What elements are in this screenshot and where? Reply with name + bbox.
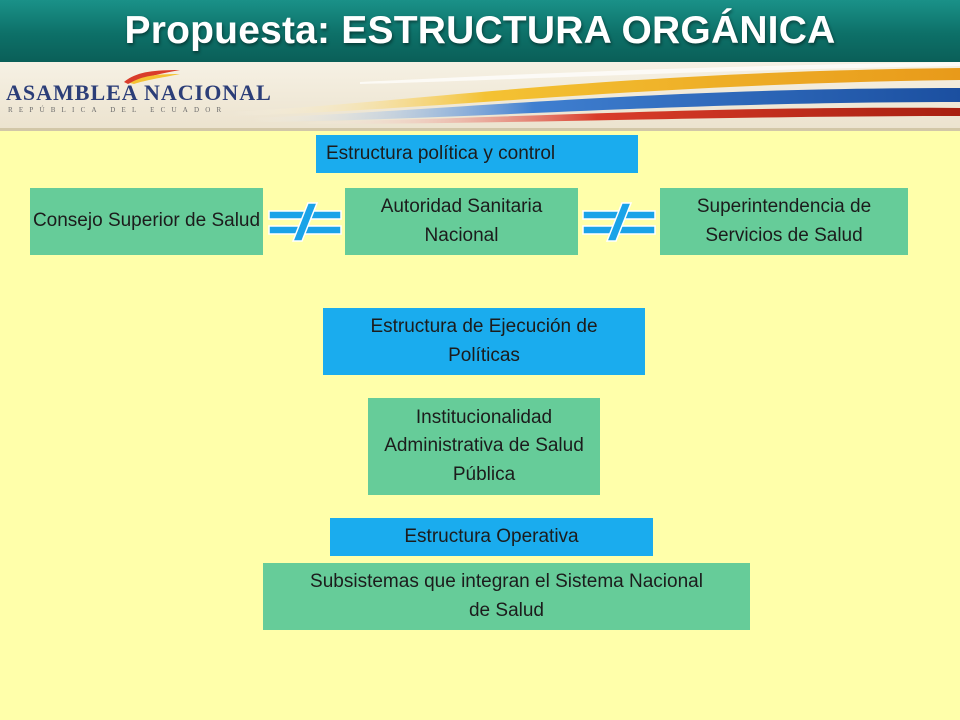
logo-subtitle: REPÚBLICA DEL ECUADOR bbox=[8, 106, 228, 114]
not-equal-icon bbox=[582, 202, 656, 242]
asamblea-logo: ASAMBLEA NACIONAL REPÚBLICA DEL ECUADOR bbox=[6, 70, 271, 118]
autoridad-sanitaria-text: Autoridad Sanitaria Nacional bbox=[380, 196, 543, 246]
logo-name: ASAMBLEA NACIONAL bbox=[6, 80, 272, 105]
execution-structure-text: Estructura de Ejecución de Políticas bbox=[370, 316, 598, 366]
political-structure-label: Estructura política y control bbox=[316, 135, 638, 173]
logo-wing-icon bbox=[124, 70, 180, 84]
superintendencia-text: Superintendencia de Servicios de Salud bbox=[696, 196, 872, 246]
subsistemas-text: Subsistemas que integran el Sistema Naci… bbox=[310, 571, 703, 621]
banner-swoosh-decoration bbox=[230, 62, 960, 124]
not-equal-icon bbox=[268, 202, 342, 242]
institucionalidad-text: Institucionalidad Administrativa de Salu… bbox=[384, 406, 584, 485]
superintendencia-box: Superintendencia de Servicios de Salud bbox=[660, 188, 908, 255]
execution-structure-label: Estructura de Ejecución de Políticas bbox=[323, 308, 645, 375]
header-banner: ASAMBLEA NACIONAL REPÚBLICA DEL ECUADOR bbox=[0, 62, 960, 131]
political-structure-text: Estructura política y control bbox=[326, 142, 556, 164]
institucionalidad-box: Institucionalidad Administrativa de Salu… bbox=[368, 398, 600, 495]
autoridad-sanitaria-box: Autoridad Sanitaria Nacional bbox=[345, 188, 578, 255]
consejo-superior-box: Consejo Superior de Salud bbox=[30, 188, 263, 255]
subsistemas-box: Subsistemas que integran el Sistema Naci… bbox=[263, 563, 750, 630]
operative-structure-label: Estructura Operativa bbox=[330, 518, 653, 556]
page-title: Propuesta: ESTRUCTURA ORGÁNICA bbox=[124, 9, 836, 52]
operative-structure-text: Estructura Operativa bbox=[404, 525, 579, 547]
consejo-superior-text: Consejo Superior de Salud bbox=[32, 210, 261, 232]
title-bar: Propuesta: ESTRUCTURA ORGÁNICA bbox=[0, 0, 960, 63]
